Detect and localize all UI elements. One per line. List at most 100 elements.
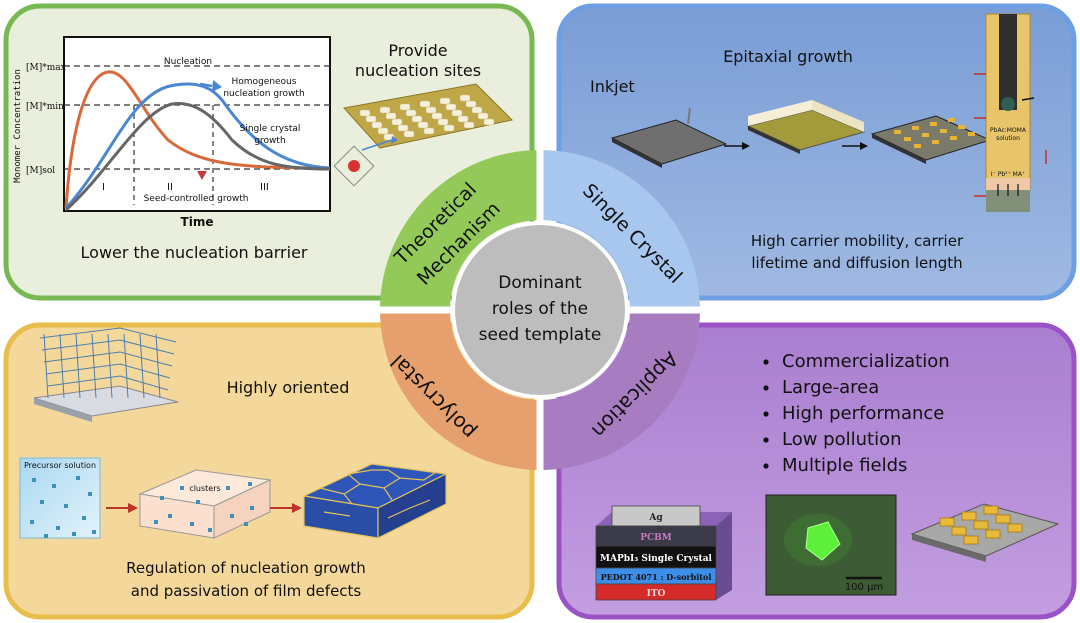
homogeneous-arrow [199,82,213,88]
lattice-column [139,333,145,399]
crystal-dot [932,140,939,144]
coated-substrate [746,100,866,154]
crystal-dot [894,130,901,134]
cluster-particle [208,528,212,532]
lattice-column [123,333,129,399]
lattice-layer [47,375,169,391]
device-pad [961,511,977,521]
device-layer [595,583,717,601]
crystal-dot [912,126,919,130]
crystal-dot [940,129,947,133]
lattice-layer [41,339,175,355]
precursor-particle [52,484,56,488]
bullet-item: Commercialization [782,351,950,372]
cluster-particle [226,486,230,490]
nucleation-site [423,127,435,135]
crystal-dot [914,144,921,148]
highly-oriented-label: Highly oriented [227,378,350,397]
lattice-layer [43,351,173,367]
bullet-item: High performance [782,403,944,424]
properties-line-2: lifetime and diffusion length [751,254,962,272]
crystal-array-substrate [870,115,992,164]
precursor-particle [32,478,36,482]
segment-application [540,310,700,470]
cluster-particle [180,486,184,490]
properties-line-1: High carrier mobility, carrier [751,232,964,250]
grain-boundary [359,469,402,489]
polycrystal-film [301,463,449,539]
nucleation-site [483,118,495,126]
curve-orange [64,70,331,209]
nucleation-site [477,112,489,120]
plot-ylabel: Monomer Concentration [13,69,23,183]
nucleation-site [371,121,383,129]
nucleation-site [451,109,463,117]
crystal-dot [968,132,975,136]
segment-single-crystal [540,150,700,310]
nucleation-site [443,124,455,132]
crystal-dot [958,125,965,129]
single-crystal-label-1: Single crystal [240,124,301,134]
crystal-dot [948,118,955,122]
lattice-column [91,333,97,399]
bullet-dot [763,411,769,417]
homogeneous-label-2: nucleation growth [223,89,304,99]
center-line-3: seed template [479,325,602,345]
nucleation-site [377,127,389,135]
nucleation-sites-line-2: nucleation sites [355,61,481,80]
seed-crystal-icon [333,136,398,187]
ytick-min: [M]*min [26,102,64,112]
inkjet-substrate [610,107,728,168]
nucleation-site [385,112,397,120]
grain-boundary [323,511,351,517]
arrow-2-head [860,142,868,150]
device-pad [951,526,967,536]
nucleation-site [471,106,483,114]
epitaxial-label: Epitaxial growth [723,47,853,66]
lattice-column [59,333,65,399]
device-layer-label: MAPbI₃ Single Crystal [600,554,713,564]
bullet-item: Large-area [782,377,879,398]
precursor-particle [76,476,80,480]
scale-bar-label: 100 μm [845,582,883,593]
ions-label: I⁻ Pb²⁺ MA⁺ [991,171,1025,178]
nucleation-plot: [M]*max [M]*min [M]sol Monomer Concentra… [13,36,331,229]
crystal-dot [922,133,929,137]
bullet-dot [763,385,769,391]
nucleation-site [437,118,449,126]
device-pad [939,517,955,527]
bullet-item: Multiple fields [782,455,907,476]
micrograph [765,494,897,596]
seed-marker [197,171,207,180]
nucleation-site [459,94,471,102]
precursor-label: Precursor solution [24,461,96,470]
homogeneous-arrow-head [212,80,222,92]
curve-gray [64,101,331,212]
grain-boundary [347,469,388,475]
lattice-column [75,333,81,399]
lattice-column [155,333,161,399]
center-ring [380,150,700,470]
solution-label-2: solution [996,135,1020,142]
nucleation-site [383,133,395,141]
bullet-dot [763,437,769,443]
growth-apparatus [974,13,1047,212]
lattice-column [43,333,49,399]
clusters-label: clusters [189,484,220,493]
region-1-label: I [102,182,105,193]
precursor-particle [56,526,60,530]
precursor-particle [30,520,34,524]
nucleation-sites-substrate [343,83,514,149]
precursor-particle [72,532,76,536]
device-array [910,503,1060,562]
nucleation-site [405,109,417,117]
grain-boundary [399,471,437,481]
device-pad [963,535,979,545]
crystal-dot [930,122,937,126]
nucleation-site [463,121,475,129]
center-circle [451,221,629,399]
nucleation-site [457,115,469,123]
nucleation-site [425,106,437,114]
